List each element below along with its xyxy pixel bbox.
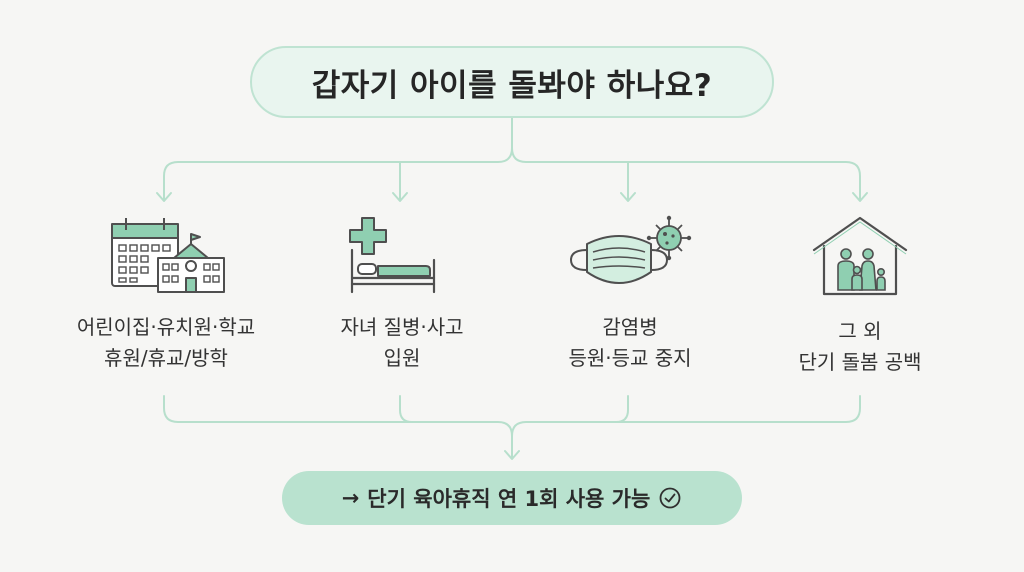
- top-branch-right: [511, 147, 861, 201]
- case-child-illness: 자녀 질병·사고 입원: [282, 214, 522, 374]
- case-label-line-1: 어린이집·유치원·학교: [76, 315, 256, 339]
- bottom-rise-2: [399, 395, 413, 423]
- check-circle-icon: [659, 487, 681, 509]
- case-label: 어린이집·유치원·학교 휴원/휴교/방학: [46, 312, 286, 374]
- arrowhead-4: [852, 192, 868, 202]
- bottom-rise-3: [615, 395, 629, 423]
- hospital-bed-icon: [349, 217, 436, 294]
- arrowhead-1: [156, 192, 172, 202]
- case-label: 감염병 등원·등교 중지: [510, 312, 750, 374]
- bottom-left-branch: [163, 395, 513, 459]
- case-label: 그 외 단기 돌봄 공백: [740, 316, 980, 378]
- school-calendar-icon: [111, 218, 225, 293]
- family-house-icon: [812, 216, 908, 296]
- arrowhead-3: [620, 192, 636, 202]
- case-infection: 감염병 등원·등교 중지: [510, 214, 750, 374]
- result-text: 단기 육아휴직 연 1회 사용 가능: [367, 487, 651, 511]
- case-label-line-1: 자녀 질병·사고: [340, 315, 464, 339]
- top-stem-line: [163, 117, 513, 201]
- bottom-arrowhead: [504, 450, 520, 460]
- mask-virus-icon: [570, 215, 692, 284]
- case-label: 자녀 질병·사고 입원: [282, 312, 522, 374]
- case-label-line-2: 휴원/휴교/방학: [104, 346, 228, 370]
- question-text: 갑자기 아이를 돌봐야 하나요?: [311, 67, 713, 104]
- case-school-closure: 어린이집·유치원·학교 휴원/휴교/방학: [46, 214, 286, 374]
- case-label-line-1: 그 외: [838, 319, 882, 343]
- case-label-line-2: 등원·등교 중지: [568, 346, 692, 370]
- case-label-line-1: 감염병: [602, 315, 658, 339]
- case-label-line-2: 입원: [383, 346, 421, 370]
- case-other-care-gap: 그 외 단기 돌봄 공백: [740, 214, 980, 378]
- result-pill: → 단기 육아휴직 연 1회 사용 가능: [282, 471, 742, 525]
- question-bubble: 갑자기 아이를 돌봐야 하나요?: [250, 46, 774, 118]
- arrow-glyph: →: [341, 486, 360, 510]
- case-label-line-2: 단기 돌봄 공백: [798, 350, 922, 374]
- bottom-right-branch: [511, 395, 861, 437]
- arrowhead-2: [392, 192, 408, 202]
